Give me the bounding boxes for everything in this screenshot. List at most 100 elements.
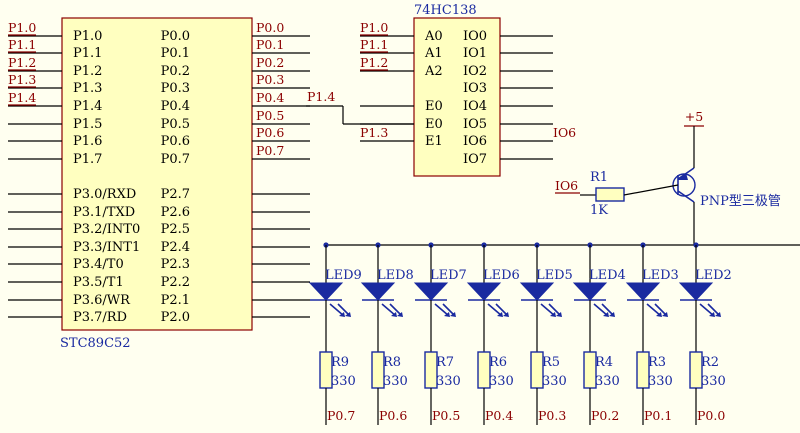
led-resistor-name: R2 xyxy=(701,355,719,370)
led-resistor-value: 330 xyxy=(383,374,408,389)
decoder-right-pin-label: IO6 xyxy=(463,134,487,149)
led-triangle xyxy=(413,282,449,301)
mcu-name-label: STC89C52 xyxy=(60,336,131,351)
led-resistor-value: 330 xyxy=(542,374,567,389)
mcu-left-pin-label: P3.6/WR xyxy=(73,293,131,308)
mcu-left-pin-label: P3.5/T1 xyxy=(73,275,124,290)
mcu-left-pin-label: P1.2 xyxy=(73,64,102,79)
mcu-left-pin-label: P1.1 xyxy=(73,46,102,61)
led-label: LED7 xyxy=(430,268,467,283)
decoder-input-net-label: P1.2 xyxy=(360,55,388,70)
decoder-left-pin-label: E1 xyxy=(425,134,443,149)
decoder-right-pin-label: IO4 xyxy=(463,99,487,114)
led-label: LED4 xyxy=(589,268,626,283)
mcu-right-pin-label: P0.1 xyxy=(161,46,190,61)
base-resistor-name: R1 xyxy=(590,170,608,185)
mcu-left-pin-label: P3.2/INT0 xyxy=(73,222,140,237)
mcu-right-net-label: P0.1 xyxy=(256,37,284,52)
mcu-right-pin-label: P0.7 xyxy=(161,152,190,167)
led-resistor-name: R7 xyxy=(436,355,454,370)
led-label: LED5 xyxy=(536,268,573,283)
mcu-left-net-label: P1.4 xyxy=(8,90,36,105)
decoder-right-pin-label: IO2 xyxy=(463,64,487,79)
led-resistor-name: R6 xyxy=(489,355,507,370)
led-triangle xyxy=(466,282,502,301)
decoder-left-pin-label: E0 xyxy=(425,99,443,114)
led-emission-arrowhead xyxy=(497,312,503,317)
led-label: LED3 xyxy=(642,268,679,283)
mcu-right-pin-label: P2.7 xyxy=(161,187,190,202)
led-label: LED8 xyxy=(377,268,414,283)
led-label: LED6 xyxy=(483,268,520,283)
decoder-left-pin-label: E0 xyxy=(425,117,443,132)
led-emission-arrowhead xyxy=(662,312,668,317)
led-bottom-net-label: P0.1 xyxy=(644,408,672,423)
decoder-input-net-label: P1.1 xyxy=(360,37,388,52)
mcu-body xyxy=(61,17,253,331)
led-resistor-value: 330 xyxy=(489,374,514,389)
led-emission-arrowhead xyxy=(444,312,450,317)
mcu-right-pin-label: P2.4 xyxy=(161,240,190,255)
mcu-left-pin-label: P1.0 xyxy=(73,29,102,44)
mcu-left-net-label: P1.3 xyxy=(8,72,36,87)
led-bottom-net-label: P0.6 xyxy=(379,408,407,423)
transistor-arrow xyxy=(678,173,688,180)
led-bottom-net-label: P0.5 xyxy=(432,408,460,423)
mcu-left-pin-label: P3.0/RXD xyxy=(73,187,136,202)
decoder-left-pin-label: A2 xyxy=(424,64,443,79)
mcu-left-net-label: P1.2 xyxy=(8,55,36,70)
mcu-left-net-label: P1.1 xyxy=(8,37,36,52)
mcu-right-pin-label: P0.3 xyxy=(161,81,190,96)
led-emission-arrowhead xyxy=(656,312,662,317)
led-triangle xyxy=(572,282,608,301)
led-emission-arrowhead xyxy=(391,312,397,317)
led-emission-arrowhead xyxy=(609,312,615,317)
decoder-right-pin-label: IO1 xyxy=(463,46,487,61)
mcu-right-net-label: P0.0 xyxy=(256,20,284,35)
mcu-right-net-label: P0.7 xyxy=(256,143,284,158)
led-emission-arrowhead xyxy=(556,312,562,317)
led-emission-arrowhead xyxy=(503,312,509,317)
mcu-right-pin-label: P2.2 xyxy=(161,275,190,290)
mcu-right-net-label: P0.6 xyxy=(256,125,284,140)
led-triangle xyxy=(308,282,344,301)
mcu-right-pin-label: P0.0 xyxy=(161,29,190,44)
led-triangle xyxy=(360,282,396,301)
transistor-label: PNP型三极管 xyxy=(700,194,781,209)
led-bottom-net-label: P0.0 xyxy=(697,408,725,423)
led-emission-arrowhead xyxy=(397,312,403,317)
base-resistor-value: 1K xyxy=(590,203,608,218)
mcu-right-pin-label: P0.5 xyxy=(161,117,190,132)
led-emission-arrowhead xyxy=(450,312,456,317)
led-triangle xyxy=(519,282,555,301)
decoder-name-label: 74HC138 xyxy=(414,3,477,18)
decoder-left-pin-label: A1 xyxy=(424,46,443,61)
decoder-output-net-label: IO6 xyxy=(553,125,576,140)
decoder-right-pin-label: IO5 xyxy=(463,117,487,132)
mcu-left-pin-label: P3.4/T0 xyxy=(73,257,124,272)
mcu-right-pin-label: P2.0 xyxy=(161,310,190,325)
mcu-left-pin-label: P3.7/RD xyxy=(73,310,127,325)
mcu-left-pin-label: P1.3 xyxy=(73,81,102,96)
led-resistor-name: R3 xyxy=(648,355,666,370)
led-emission-arrowhead xyxy=(550,312,556,317)
mcu-right-net-label: P0.4 xyxy=(256,90,284,105)
base-resistor-body xyxy=(595,187,625,202)
led-resistor-value: 330 xyxy=(331,374,356,389)
led-bottom-net-label: P0.4 xyxy=(485,408,513,423)
mcu-right-pin-label: P0.2 xyxy=(161,64,190,79)
mcu-left-pin-label: P3.3/INT1 xyxy=(73,240,140,255)
decoder-e-net-label-top: P1.4 xyxy=(307,89,335,104)
decoder-right-pin-label: IO7 xyxy=(463,152,487,167)
led-emission-arrowhead xyxy=(345,312,351,317)
mcu-left-net-label: P1.0 xyxy=(8,20,36,35)
base-resistor-wire-right xyxy=(623,184,679,196)
led-triangle xyxy=(625,282,661,301)
led-bottom-net-label: P0.2 xyxy=(591,408,619,423)
led-label: LED2 xyxy=(695,268,732,283)
transistor-collector xyxy=(677,190,695,203)
decoder-body xyxy=(413,17,501,177)
led-label: LED9 xyxy=(325,268,362,283)
